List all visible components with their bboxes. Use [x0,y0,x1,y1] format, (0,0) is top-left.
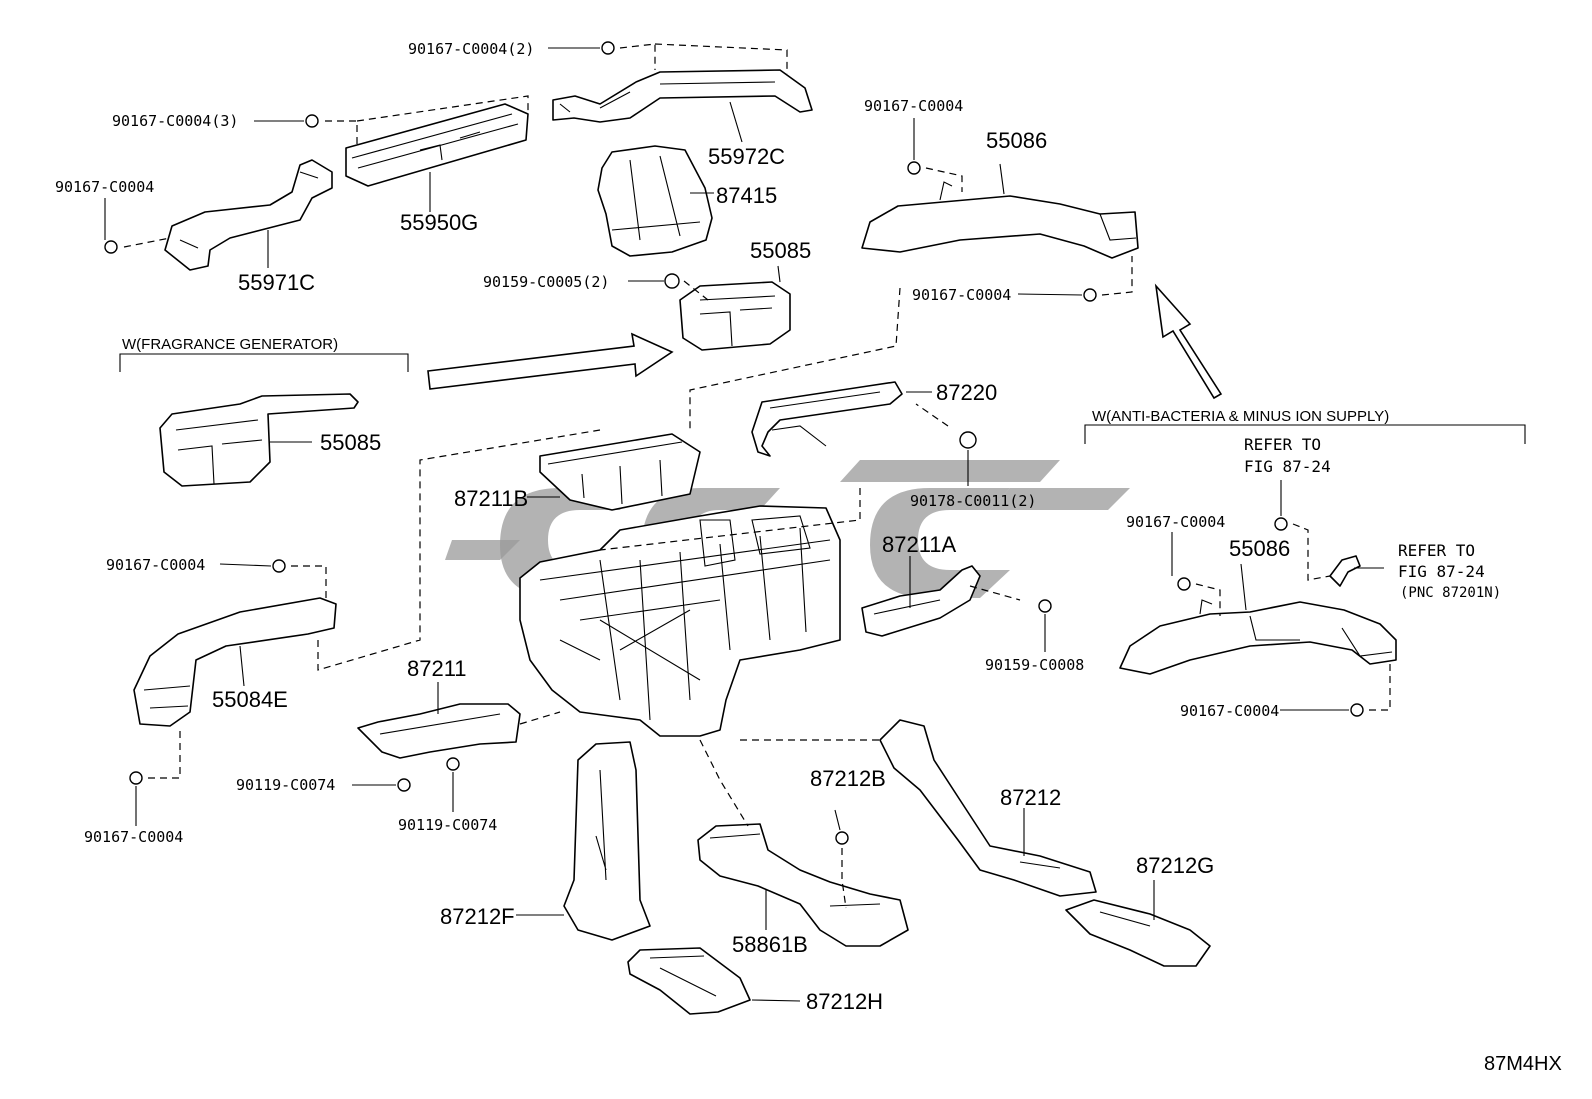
label-refer-to: REFER TO [1398,541,1475,560]
part-87201n-pipe [1329,555,1361,587]
bolt-icon [1350,703,1364,717]
label-refer-to: REFER TO [1244,435,1321,454]
label-bolt-90167-c0004: 90167-C0004 [864,97,963,115]
part-87212h-duct [627,947,751,1015]
part-87212f-duct [563,741,651,941]
label-part-55950g: 55950G [400,210,478,235]
part-55085-register-fragrance [159,393,359,487]
part-87211a-duct [861,565,981,637]
label-bolt-90119-c0074: 90119-C0074 [236,776,335,794]
part-87220-bracket [751,381,903,457]
label-part-87211a: 87211A [882,532,957,557]
label-bolt-90167-c0004: 90167-C0004 [55,178,154,196]
assembly-dashed-lines [123,43,1391,909]
part-55971c-duct [164,159,333,271]
label-bolt-90167-c0004: 90167-C0004 [1180,702,1279,720]
label-bolt-90167-c0004: 90167-C0004 [1126,513,1225,531]
label-part-87415: 87415 [716,183,777,208]
part-87415-duct [597,145,713,257]
label-part-87212h: 87212H [806,989,883,1014]
label-fragrance-generator: W(FRAGRANCE GENERATOR) [122,336,338,353]
part-87211b-duct [539,433,701,511]
label-part-87212b: 87212B [810,766,886,791]
bolt-icon [1038,599,1052,613]
bolt-icon [272,559,286,573]
label-part-55086-upper: 55086 [986,128,1047,153]
part-55084e-duct [133,597,337,727]
bolt-icon [129,771,143,785]
label-part-87212: 87212 [1000,785,1061,810]
part-87212g-duct [1065,899,1211,967]
fragrance-arrow [427,332,674,390]
part-87211-duct [357,703,521,759]
part-55085-register-upper [679,281,791,351]
label-part-55086-lower: 55086 [1229,536,1290,561]
label-bolt-90119-c0074: 90119-C0074 [398,816,497,834]
part-58861b-duct [697,823,909,947]
part-87212-duct [879,719,1097,897]
bolt-icon [446,757,460,771]
bolt-icon [1083,288,1097,302]
bolt-icon [1274,517,1288,531]
bolt-icon [835,831,849,845]
label-anti-bacteria: W(ANTI-BACTERIA & MINUS ION SUPPLY) [1092,408,1389,425]
bolt-icon [959,431,977,449]
fragrance-generator-bracket [119,353,409,372]
bolt-icon [664,273,680,289]
leader-lines [104,47,1384,1002]
label-bolt-90167-c0004: 90167-C0004 [912,286,1011,304]
bolt-icon [397,778,411,792]
label-bolt-90167-c0004-2: 90167-C0004(2) [408,40,534,58]
bolt-icon [601,41,615,55]
label-part-87212g: 87212G [1136,853,1214,878]
bolt-icons [104,41,1364,845]
label-bolt-90167-c0004: 90167-C0004 [84,828,183,846]
label-part-55085-fragrance: 55085 [320,430,381,455]
part-55086-upper-duct [861,181,1139,259]
part-labels: 90167-C0004(2) 90167-C0004(3) 90167-C000… [55,40,1562,1075]
label-part-87211b: 87211B [454,486,528,511]
anti-bacteria-arrow [1154,283,1223,400]
label-part-87211: 87211 [407,656,467,681]
part-55950g-housing [345,103,529,187]
part-55972c-duct [552,69,813,123]
label-part-55084e: 55084E [212,687,288,712]
label-refer-fig: FIG 87-24 [1398,562,1485,581]
label-part-87220: 87220 [936,380,997,405]
label-part-87212f: 87212F [440,904,515,929]
part-hvac-unit [519,505,841,737]
bolt-icon [907,161,921,175]
label-part-58861b: 58861B [732,932,808,957]
bolt-icon [305,114,319,128]
label-refer-fig: FIG 87-24 [1244,457,1331,476]
label-bolt-90159-c0005: 90159-C0005(2) [483,273,609,291]
label-diagram-code: 87M4HX [1484,1053,1562,1075]
label-bolt-90167-c0004-3: 90167-C0004(3) [112,112,238,130]
label-part-55085-upper: 55085 [750,238,811,263]
label-bolt-90159-c0008: 90159-C0008 [985,656,1084,674]
bolt-icon [1177,577,1191,591]
label-part-55972c: 55972C [708,144,785,169]
bolt-icon [104,240,118,254]
label-refer-pnc: (PNC 87201N) [1400,585,1501,601]
label-bolt-90167-c0004: 90167-C0004 [106,556,205,574]
anti-bacteria-bracket [1084,424,1526,444]
label-part-55971c: 55971C [238,270,315,295]
label-bolt-90178-c0011: 90178-C0011(2) [910,492,1036,510]
part-55086-lower-duct [1119,599,1397,675]
